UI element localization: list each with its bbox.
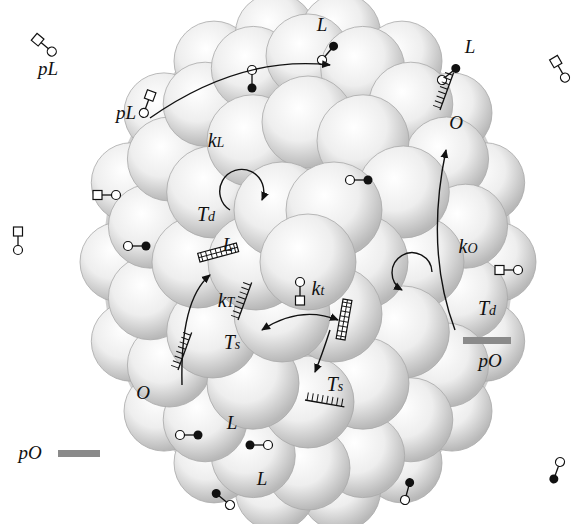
precursor-ligand	[138, 90, 156, 119]
symbol-label: pL	[116, 103, 136, 122]
precursor-ligand	[550, 55, 572, 83]
symbol-label: Td	[478, 298, 496, 318]
symbol-label: pO	[478, 351, 501, 370]
oligomer-comb	[170, 330, 191, 370]
cycle-arrow	[392, 253, 432, 290]
reaction-arrows	[150, 64, 455, 385]
symbol-label: Ts	[224, 332, 241, 352]
symbol-label: pO	[18, 443, 41, 462]
molecule-glyphs	[14, 33, 572, 511]
probe-bar	[58, 450, 100, 457]
reaction-arrow	[150, 64, 330, 118]
precursor-ligand	[14, 227, 23, 255]
cluster-backdrop	[103, 12, 513, 512]
precursor-ligand	[495, 266, 523, 275]
single-strand-comb	[305, 392, 346, 407]
oligomer-comb	[432, 70, 453, 110]
ligand	[548, 456, 566, 484]
reaction-arrow	[182, 275, 210, 385]
duplex-comb	[336, 299, 352, 340]
symbol-label: O	[136, 383, 150, 402]
precursor-ligand	[296, 278, 305, 306]
symbol-label: O	[449, 113, 463, 132]
symbol-label: L	[223, 235, 234, 254]
ligand	[210, 487, 236, 511]
release-arrow	[315, 330, 330, 372]
symbol-label: Td	[197, 204, 215, 224]
precursor-ligand	[31, 33, 58, 58]
symbol-label: kO	[458, 236, 477, 256]
symbol-label: kt	[312, 278, 325, 298]
symbol-label: kL	[208, 130, 225, 150]
symbol-label: kT	[218, 290, 235, 310]
ligand	[399, 477, 415, 505]
symbol-label: L	[257, 469, 268, 488]
ligand	[346, 176, 373, 185]
probe-bar	[463, 337, 511, 344]
symbol-label: L	[227, 413, 238, 432]
symbol-label: pL	[38, 59, 58, 78]
symbol-label: L	[317, 15, 328, 34]
exchange-arrow	[262, 314, 338, 330]
symbol-label: L	[465, 37, 476, 56]
ligand	[316, 40, 340, 66]
symbol-label: Ts	[327, 374, 344, 394]
reaction-arrow	[437, 150, 455, 330]
cycle-arrow	[220, 169, 264, 210]
ligand	[124, 242, 151, 251]
subunit-sphere	[260, 214, 356, 310]
subunit-spheres	[80, 0, 536, 524]
ligand	[176, 431, 203, 440]
precursor-ligand	[93, 191, 121, 200]
ligand	[246, 441, 273, 450]
